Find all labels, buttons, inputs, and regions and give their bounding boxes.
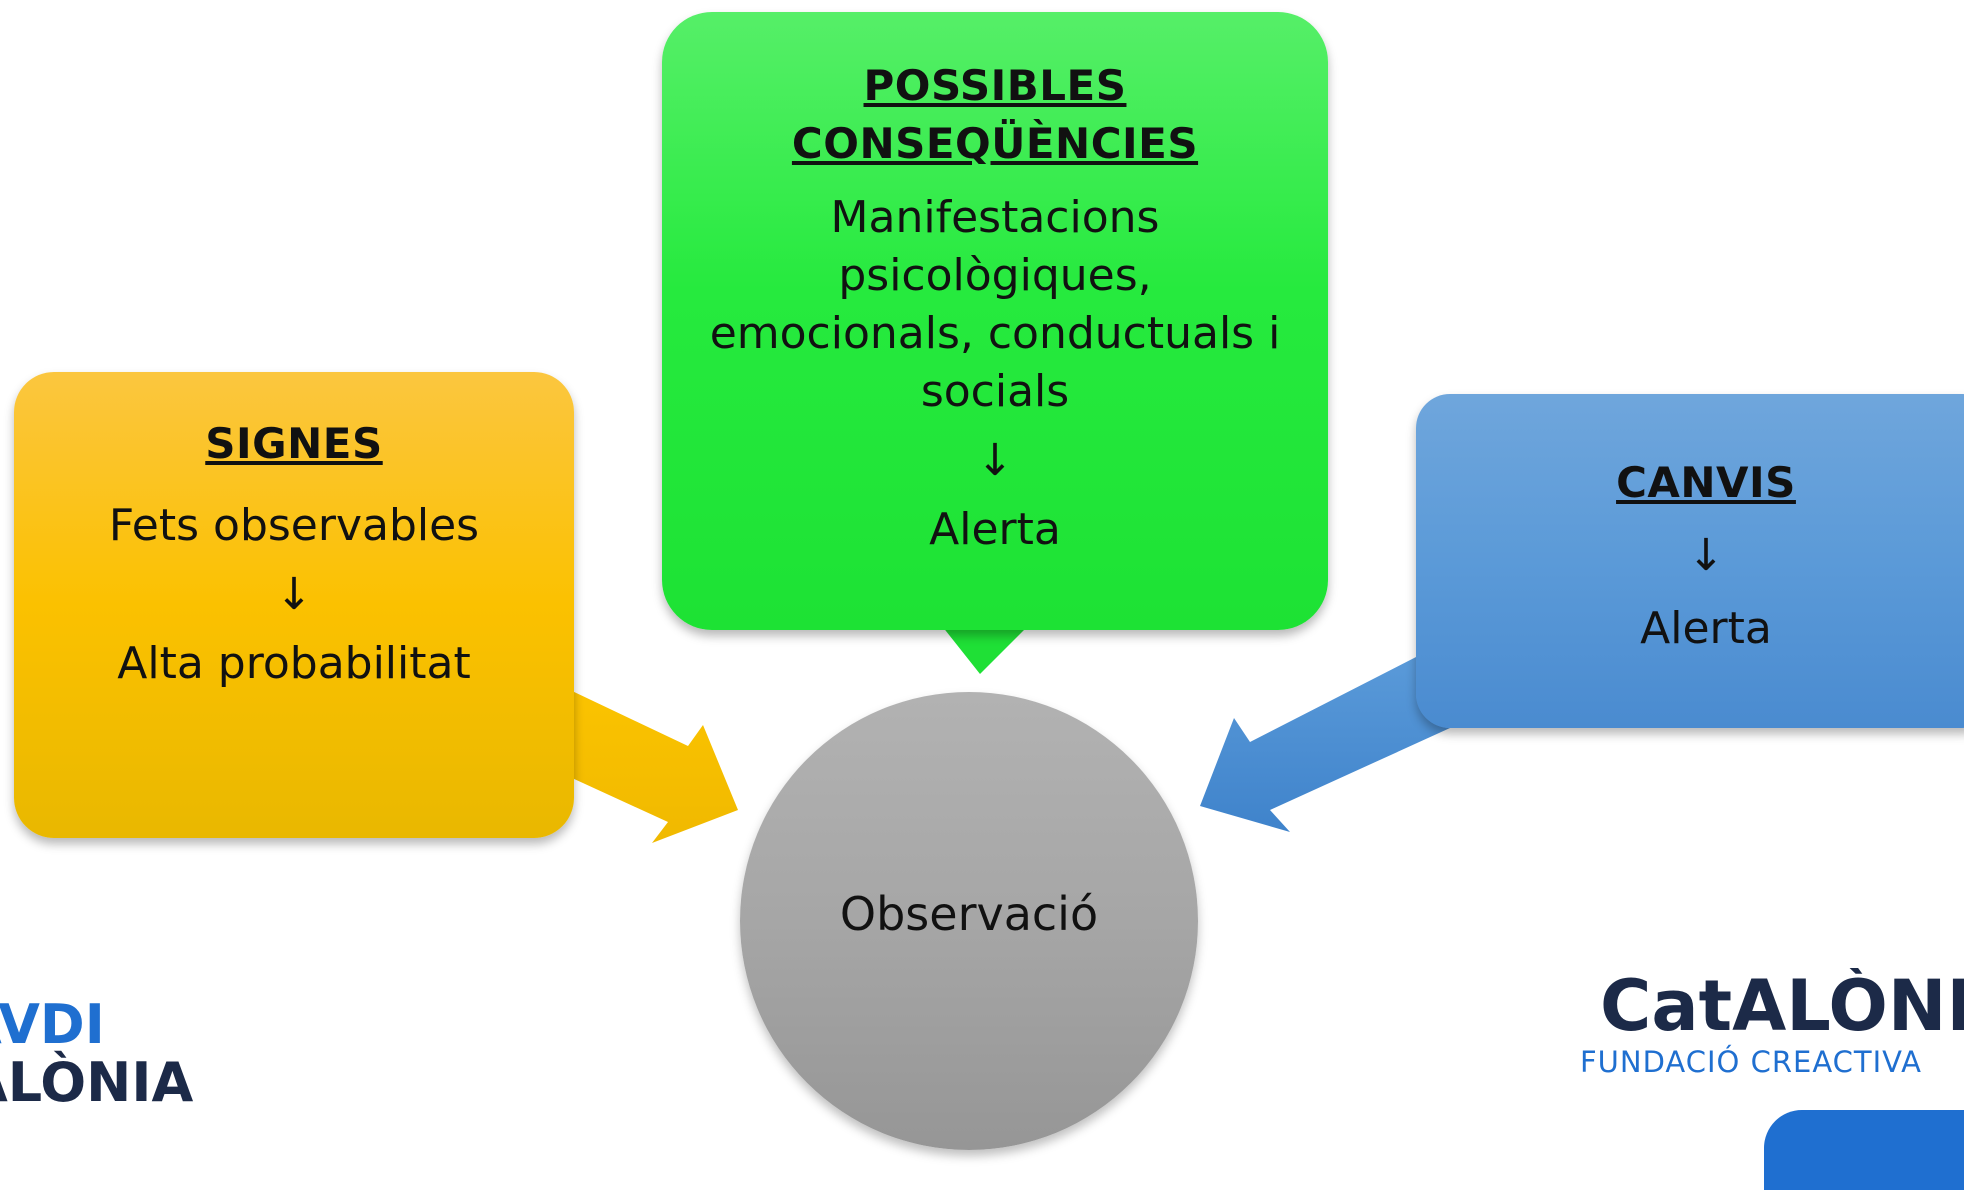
consequencies-text-line4: socials: [920, 366, 1070, 417]
consequencies-result: Alerta: [929, 504, 1061, 555]
consequencies-title-line2: CONSEQÜÈNCIES: [791, 119, 1199, 168]
signes-title: SIGNES: [205, 419, 383, 468]
left-logo-line1: AVDI: [0, 996, 105, 1056]
canvis-box: CANVIS ↓ Alerta: [1416, 394, 1964, 728]
signes-box: SIGNES Fets observables ↓ Alta probabili…: [14, 372, 574, 838]
right-logo-line1: CatALÒNIA: [1600, 968, 1964, 1047]
consequencies-text-line1: Manifestacions: [830, 192, 1160, 243]
arrow-signes-to-observacio: [570, 690, 738, 843]
left-logo-line2: ALÒNIA: [0, 1051, 194, 1114]
consequencies-title-line1: POSSIBLES: [863, 61, 1127, 110]
corner-decoration: [1764, 1110, 1964, 1190]
pointer-consequencies-to-observacio: [942, 626, 1028, 674]
canvis-result: Alerta: [1640, 603, 1772, 654]
consequencies-text-line3: emocionals, conductuals i: [709, 308, 1281, 359]
connector-arrows: [570, 626, 1450, 843]
left-logo: AVDI ALÒNIA: [0, 996, 214, 1136]
down-arrow-icon: ↓: [1687, 530, 1725, 581]
observacio-circle: Observació: [740, 692, 1198, 1150]
right-logo-line2: FUNDACIÓ CREACTIVA: [1580, 1045, 1922, 1079]
signes-result: Alta probabilitat: [117, 638, 471, 689]
consequencies-box: POSSIBLES CONSEQÜÈNCIES Manifestacions p…: [662, 12, 1328, 630]
arrow-canvis-to-observacio: [1200, 656, 1450, 832]
down-arrow-icon: ↓: [976, 435, 1014, 486]
signes-text: Fets observables: [108, 500, 480, 551]
observacio-label: Observació: [839, 887, 1099, 941]
right-logo: CatALÒNIA FUNDACIÓ CREACTIVA: [1580, 968, 1964, 1118]
down-arrow-icon: ↓: [275, 569, 313, 620]
consequencies-text-line2: psicològiques,: [838, 250, 1152, 301]
canvis-title: CANVIS: [1616, 458, 1796, 507]
